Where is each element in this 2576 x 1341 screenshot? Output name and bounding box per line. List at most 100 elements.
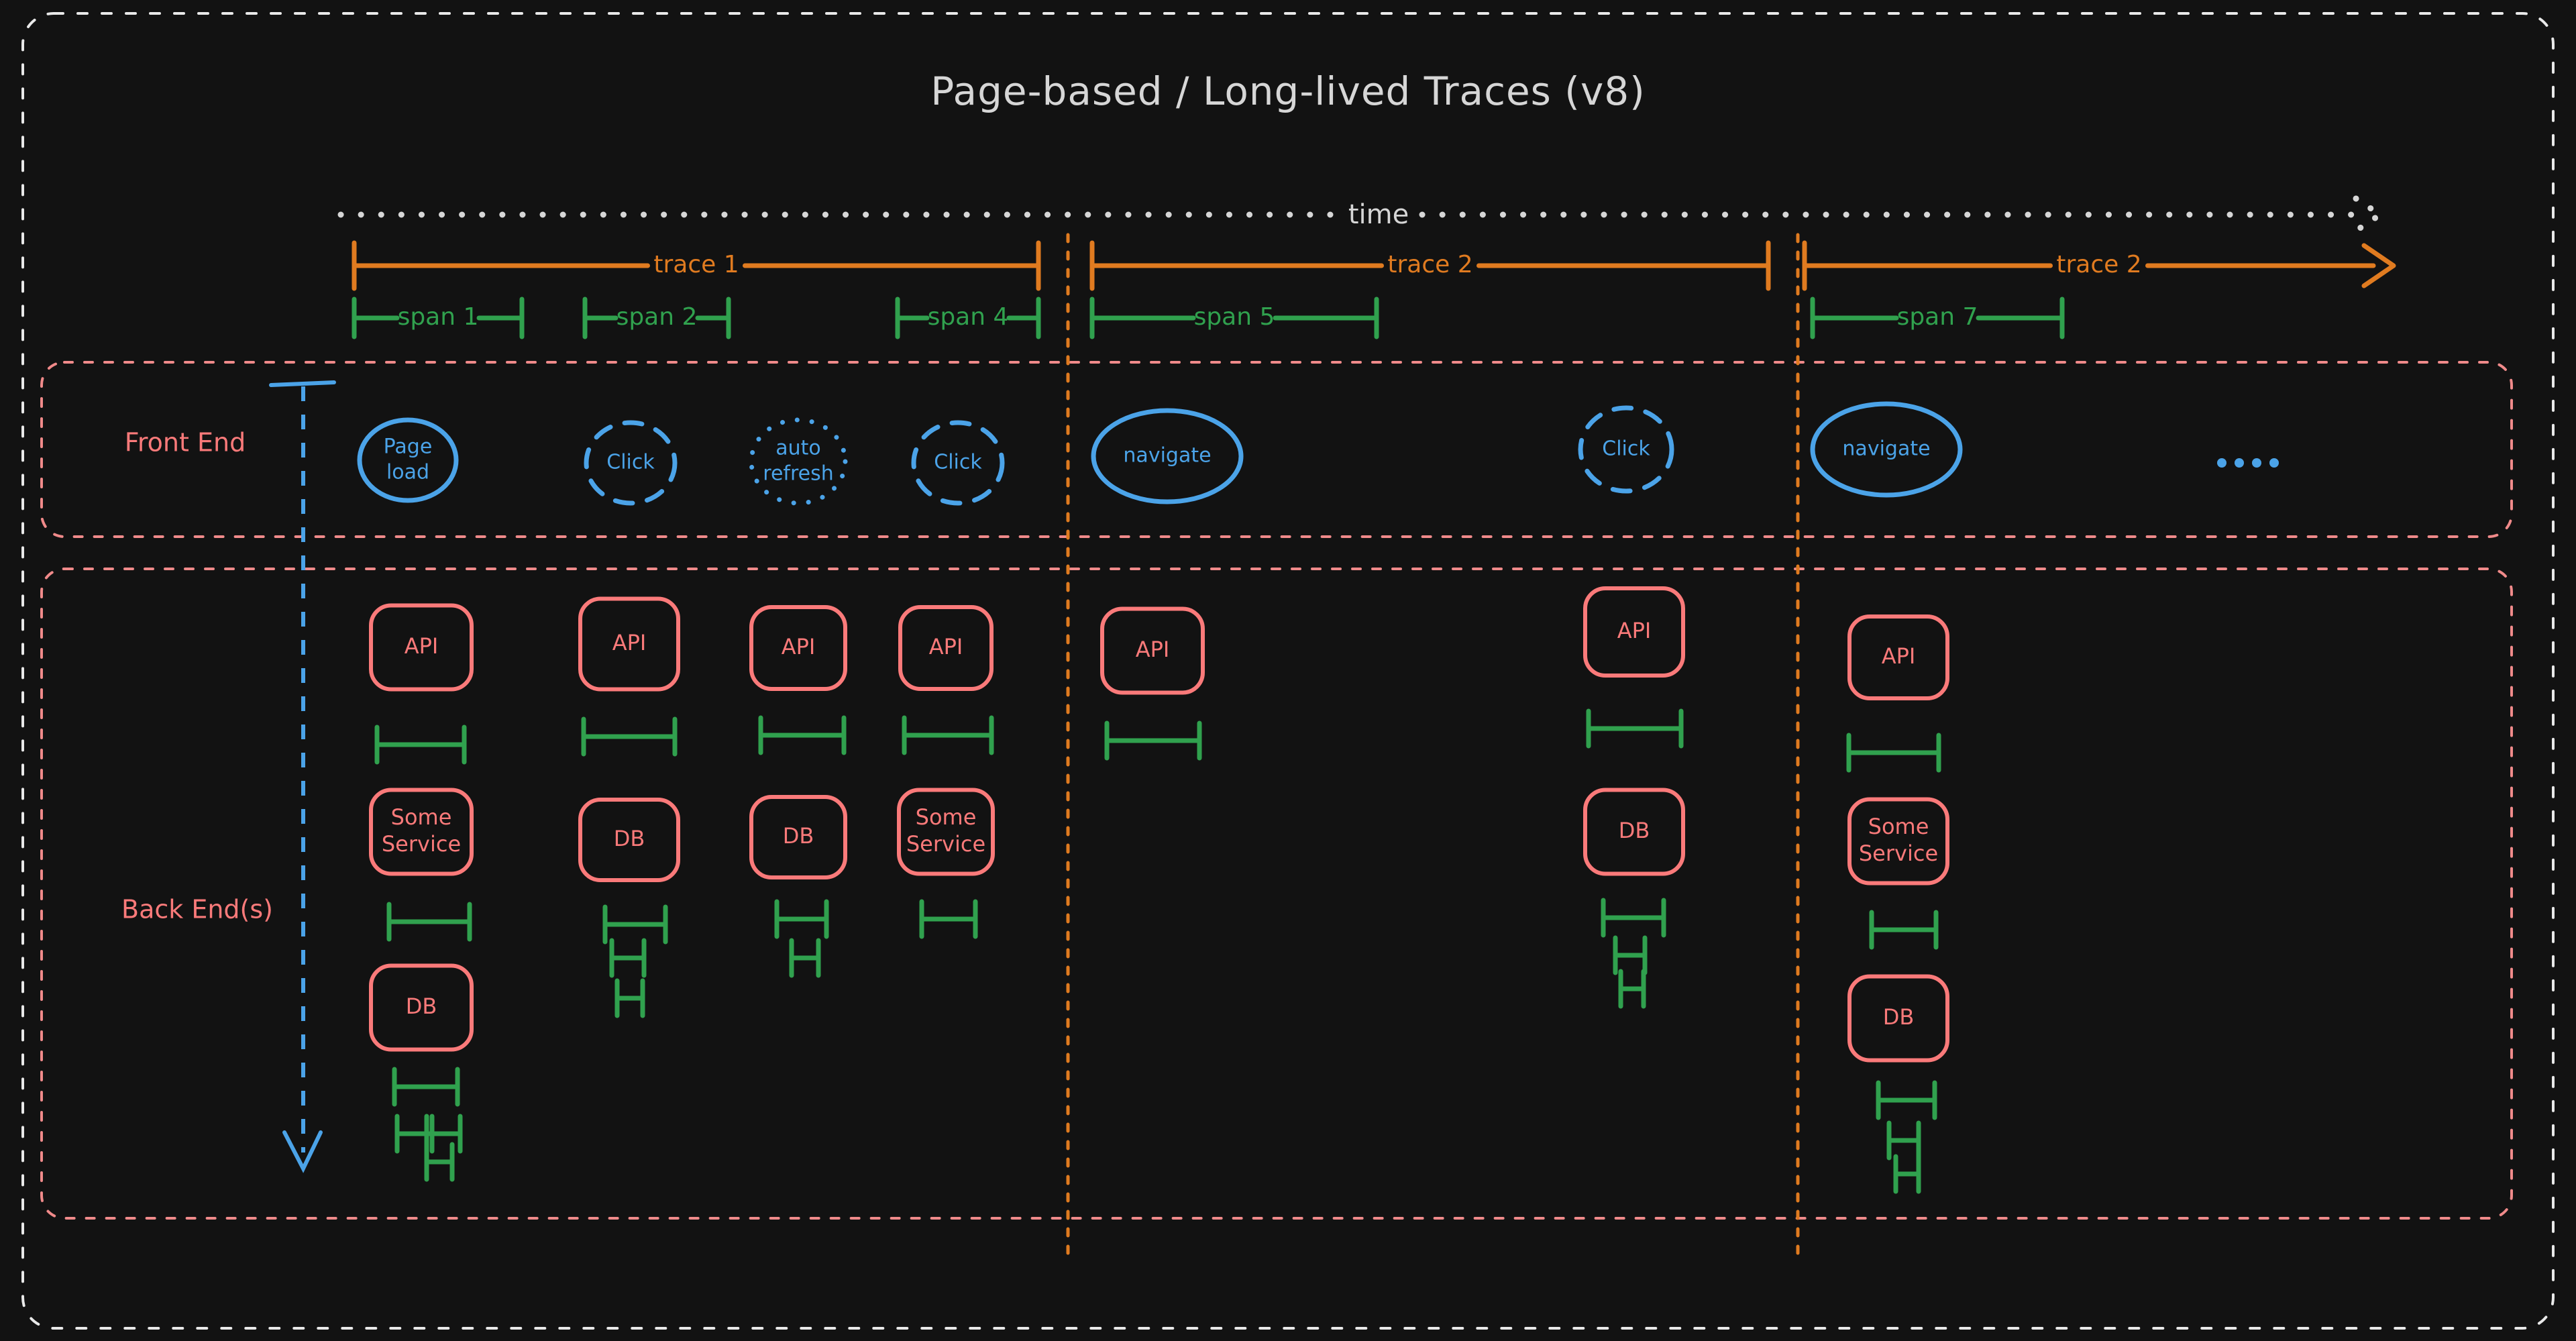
backend-span-bar: [1876, 1080, 1937, 1120]
backend-column: API DB: [1583, 586, 1685, 1009]
backend-node-label: DB: [614, 826, 645, 851]
frontend-node-shape: [357, 417, 459, 503]
backend-span-bar: [602, 904, 668, 945]
backend-node-shape: [898, 605, 994, 691]
span-bar: span 2: [582, 297, 731, 339]
frontend-node-shape: [1091, 408, 1244, 504]
backend-span-bar: [919, 899, 978, 939]
backend-span-bar: [609, 938, 647, 978]
span-bar: span 1: [352, 297, 525, 339]
backend-node-shape: [1847, 797, 1949, 886]
backend-node-label: API: [1882, 643, 1916, 669]
frontend-node[interactable]: navigate: [1810, 401, 1963, 498]
backend-span-bar: [1618, 969, 1646, 1009]
backend-node-label: API: [1136, 637, 1170, 662]
span-bar: span 5: [1089, 297, 1379, 339]
backend-span-bar: [774, 899, 829, 939]
backend-span-bar: [1846, 733, 1941, 773]
ellipsis-dot: [2269, 458, 2279, 468]
backend-column: API DB: [578, 596, 680, 1018]
backend-span-bar: [902, 715, 994, 755]
frontend-node-label: navigate: [1842, 437, 1930, 461]
backend-node[interactable]: API: [578, 596, 680, 692]
frontend-node[interactable]: navigate: [1091, 408, 1244, 504]
backend-span-bar: [392, 1067, 460, 1107]
backend-node-label: DB: [1883, 1004, 1915, 1030]
backend-node-shape: [1847, 614, 1949, 700]
backend-node-label: API: [929, 634, 963, 659]
backend-node-shape: [897, 788, 995, 876]
trace-label: trace 1: [653, 251, 739, 278]
backend-node-shape: [1100, 606, 1205, 695]
backend-node[interactable]: API: [749, 605, 847, 691]
frontend-node-label: refresh: [763, 462, 833, 486]
backend-node[interactable]: API: [369, 603, 474, 692]
span-label: span 7: [1897, 303, 1978, 331]
backend-node-shape: [578, 596, 680, 692]
backend-node-shape: [1583, 586, 1685, 678]
frontend-node[interactable]: Click: [1578, 405, 1674, 494]
backend-node[interactable]: DB: [1583, 788, 1685, 876]
backend-node-shape: [749, 605, 847, 691]
backend-span-bar: [1886, 1120, 1921, 1161]
backend-span-bar: [1104, 720, 1202, 761]
backend-span-bar: [1893, 1154, 1921, 1194]
depth-axis-arrowhead: [282, 1130, 323, 1173]
backend-node-label: DB: [406, 994, 437, 1019]
backend-node-shape: [1583, 788, 1685, 876]
ellipsis-dot: [2252, 458, 2261, 468]
backend-node[interactable]: DB: [369, 963, 474, 1052]
frontend-node-label: load: [386, 461, 429, 484]
trace-bar: trace 2: [1089, 240, 1771, 291]
backend-span-bar: [1613, 935, 1648, 975]
backend-node[interactable]: DB: [578, 798, 680, 882]
span-label: span 2: [616, 303, 698, 331]
backend-node-label: DB: [783, 823, 814, 849]
backend-span-bar: [614, 978, 645, 1018]
frontend-node-shape: [584, 420, 678, 506]
backend-node[interactable]: API: [1583, 586, 1685, 678]
backend-span-bar: [581, 716, 678, 757]
span-bar: span 4: [895, 297, 1041, 339]
backend-node-label: API: [782, 634, 816, 659]
back-end-panel: [40, 568, 2513, 1220]
backend-node-label: API: [1617, 618, 1652, 643]
backend-node[interactable]: DB: [1847, 974, 1949, 1063]
backend-node-shape: [749, 795, 847, 879]
backend-node-label: Some: [1868, 814, 1929, 839]
frontend-node-label: Click: [606, 451, 655, 474]
backend-column: API: [1100, 606, 1205, 761]
frontend-node-shape: [911, 420, 1005, 506]
backend-node[interactable]: API: [898, 605, 994, 691]
frontend-node-shape: [749, 417, 848, 506]
backend-node-label: Service: [906, 831, 985, 857]
backend-node-shape: [578, 798, 680, 882]
backend-node[interactable]: DB: [749, 795, 847, 879]
backend-node-label: API: [405, 633, 439, 659]
backend-node-label: Service: [1859, 841, 1938, 866]
backend-node-shape: [369, 603, 474, 692]
backend-node-shape: [369, 963, 474, 1052]
page-title: Page-based / Long-lived Traces (v8): [930, 68, 1646, 114]
backend-node[interactable]: API: [1100, 606, 1205, 695]
ellipsis-dot: [2235, 458, 2244, 468]
span-label: span 4: [928, 303, 1009, 331]
backend-span-bar: [1869, 910, 1939, 950]
frontend-node[interactable]: Click: [911, 420, 1005, 506]
backend-node[interactable]: API: [1847, 614, 1949, 700]
frontend-node-label: navigate: [1123, 444, 1211, 468]
frontend-node[interactable]: Click: [584, 420, 678, 506]
frontend-node-label: auto: [775, 437, 821, 460]
backend-span-bar: [789, 938, 821, 978]
trace-bar: trace 1: [352, 240, 1041, 291]
backend-span-bar: [1601, 898, 1666, 938]
